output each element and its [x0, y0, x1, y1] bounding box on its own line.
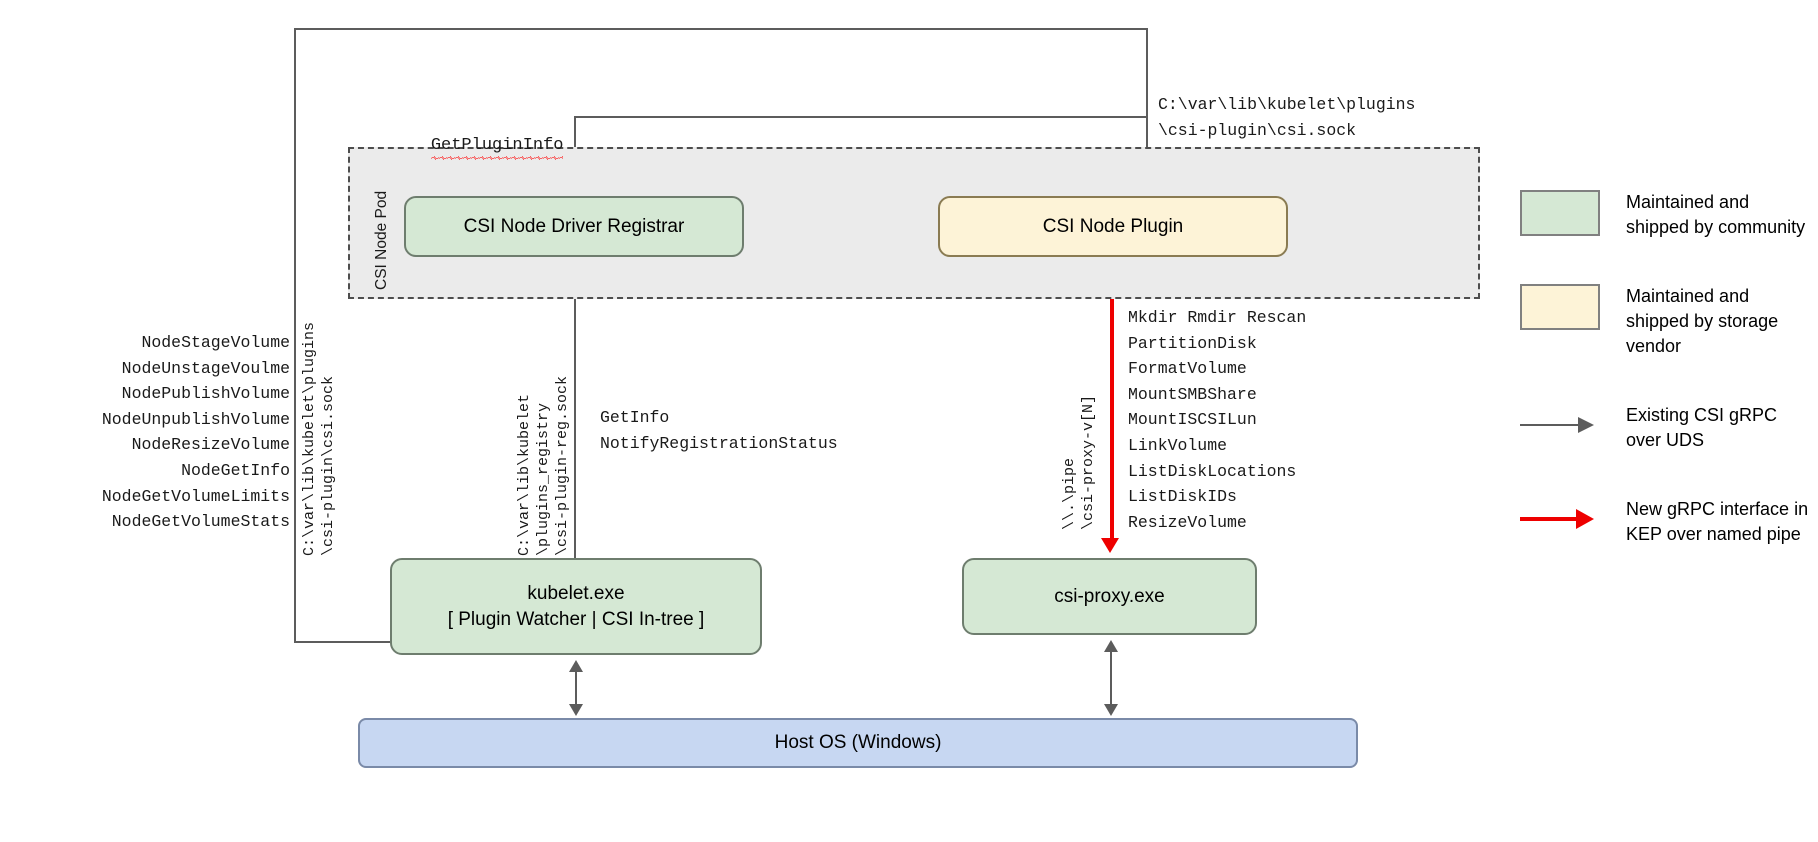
connector-getplugininfo-across	[574, 116, 1148, 118]
label-plugins-registry-path: C:\var\lib\kubelet \plugins_registry \cs…	[516, 375, 571, 556]
box-host-os-label: Host OS (Windows)	[774, 732, 942, 754]
connector-kubelet-to-registrar	[574, 268, 576, 560]
legend-item-new-grpc: New gRPC interface in KEP over named pip…	[1520, 497, 1810, 547]
connector-kubelet-to-nodeplugin-left	[294, 28, 296, 643]
legend-label-existing-grpc: Existing CSI gRPC over UDS	[1626, 405, 1778, 450]
csi-node-pod-label: CSI Node Pod	[373, 190, 390, 290]
arrowhead-kubelet-down	[569, 704, 583, 716]
connector-kubelet-to-nodeplugin-top	[294, 28, 1148, 30]
legend-gray-arrow-icon	[1520, 403, 1600, 449]
label-getplugininfo-text: GetPluginInfo	[430, 136, 564, 160]
legend: Maintained and shipped by community Main…	[1520, 190, 1810, 591]
label-registration-calls: GetInfo NotifyRegistrationStatus	[600, 408, 838, 453]
legend-red-arrow-icon	[1520, 497, 1600, 543]
connector-nodeplugin-to-csiproxy	[1110, 258, 1114, 543]
connector-kubelet-left-stub	[294, 641, 392, 643]
label-csi-node-rpc-list: NodeStageVolume NodeUnstageVoulme NodePu…	[101, 333, 290, 532]
connector-csiproxy-to-hostos	[1110, 648, 1112, 706]
legend-label-community: Maintained and shipped by community	[1626, 192, 1806, 237]
box-kubelet-title: kubelet.exe	[527, 582, 625, 604]
legend-item-vendor: Maintained and shipped by storage vendor	[1520, 284, 1810, 359]
box-kubelet-exe[interactable]: kubelet.exe [ Plugin Watcher | CSI In-tr…	[390, 558, 762, 655]
arrowhead-into-csiproxy	[1101, 538, 1119, 553]
legend-item-existing-grpc: Existing CSI gRPC over UDS	[1520, 403, 1810, 453]
label-plugin-socket-path: C:\var\lib\kubelet\plugins \csi-plugin\c…	[1158, 95, 1416, 140]
legend-label-new-grpc: New gRPC interface in KEP over named pip…	[1626, 499, 1809, 544]
box-kubelet-subtitle: [ Plugin Watcher | CSI In-tree ]	[447, 608, 705, 630]
label-kubelet-csi-sock-path: C:\var\lib\kubelet\plugins \csi-plugin\c…	[301, 321, 337, 556]
legend-item-community: Maintained and shipped by community	[1520, 190, 1810, 240]
label-getplugininfo: GetPluginInfo	[390, 117, 563, 174]
box-csi-proxy-label: csi-proxy.exe	[1054, 585, 1165, 607]
label-named-pipe-path: \\.\pipe \csi-proxy-v[N]	[1061, 394, 1097, 530]
legend-label-vendor: Maintained and shipped by storage vendor	[1626, 286, 1779, 356]
connector-kubelet-to-hostos	[575, 668, 577, 706]
label-csi-proxy-api-list: Mkdir Rmdir Rescan PartitionDisk FormatV…	[1128, 308, 1307, 532]
box-host-os[interactable]: Host OS (Windows)	[358, 718, 1358, 768]
arrowhead-kubelet-up	[569, 660, 583, 672]
connector-kubelet-to-nodeplugin-down	[1146, 28, 1148, 196]
arrowhead-csiproxy-up	[1104, 640, 1118, 652]
legend-swatch-green-icon	[1520, 190, 1600, 236]
box-csi-node-plugin-label: CSI Node Plugin	[1042, 215, 1184, 237]
box-csi-node-plugin[interactable]: CSI Node Plugin	[938, 196, 1288, 257]
box-csi-node-driver-registrar-label: CSI Node Driver Registrar	[463, 215, 685, 237]
box-csi-node-driver-registrar[interactable]: CSI Node Driver Registrar	[404, 196, 744, 257]
legend-swatch-yellow-icon	[1520, 284, 1600, 330]
arrowhead-csiproxy-down	[1104, 704, 1118, 716]
box-csi-proxy-exe[interactable]: csi-proxy.exe	[962, 558, 1257, 635]
